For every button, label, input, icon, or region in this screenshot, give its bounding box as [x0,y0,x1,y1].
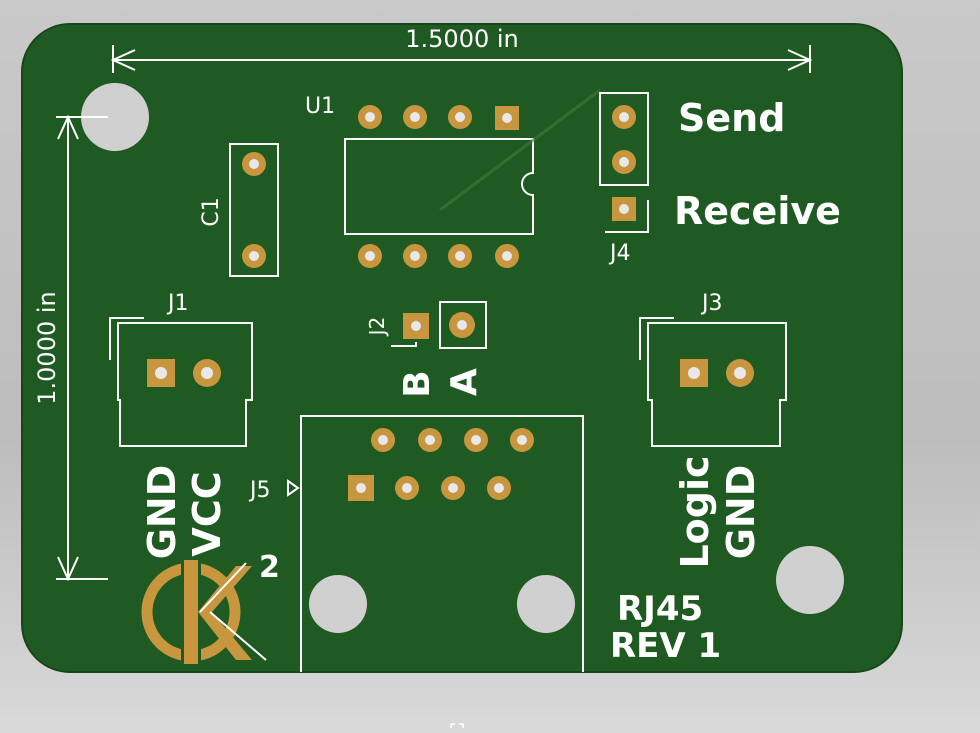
mounting-hole-top-left [81,83,149,151]
j2-pads [403,312,475,339]
j1-pads [147,359,221,387]
j5-mount-hole-left [309,575,367,633]
u1-pads [358,105,519,268]
send-label: Send [678,96,785,140]
logo-superscript: 2 [259,550,280,585]
j4-outline [599,92,649,186]
gnd-left-label: GND [140,465,184,560]
j1-outline [109,317,253,447]
c1-pads [242,152,266,268]
j5-outline [300,415,584,672]
u1-reference: U1 [305,94,335,119]
height-dimension [56,114,108,582]
c1-reference: C1 [199,197,224,226]
gnd-right-label: GND [719,465,763,560]
j1-reference: J1 [166,291,189,316]
a-label: A [444,368,485,396]
rj45-label: RJ45 [617,589,703,629]
cursor-marker-icon [450,723,464,728]
j5-mount-hole-right [517,575,575,633]
j3-outline [639,317,787,447]
j5-pads [348,428,534,501]
j4-reference: J4 [608,241,631,266]
j4-pads [612,105,636,221]
c1-outline [229,143,279,277]
logic-label: Logic [673,455,717,568]
width-dimension [110,45,813,73]
vcc-label: VCC [185,471,229,556]
k-squared-logo: 2 [141,550,280,664]
b-label: B [397,370,438,397]
u1-outline [344,138,534,235]
j2-outline [439,301,487,349]
j5-reference: J5 [248,478,271,503]
width-dimension-label: 1.5000 in [405,25,518,53]
j3-pads [680,359,754,387]
j2-reference: J2 [365,317,389,338]
j3-reference: J3 [700,291,723,316]
mounting-hole-bottom-right [776,546,844,614]
receive-label: Receive [674,189,841,233]
revision-label: REV 1 [610,626,721,666]
height-dimension-label: 1.0000 in [33,291,61,404]
j5-pin1-marker [287,479,300,497]
